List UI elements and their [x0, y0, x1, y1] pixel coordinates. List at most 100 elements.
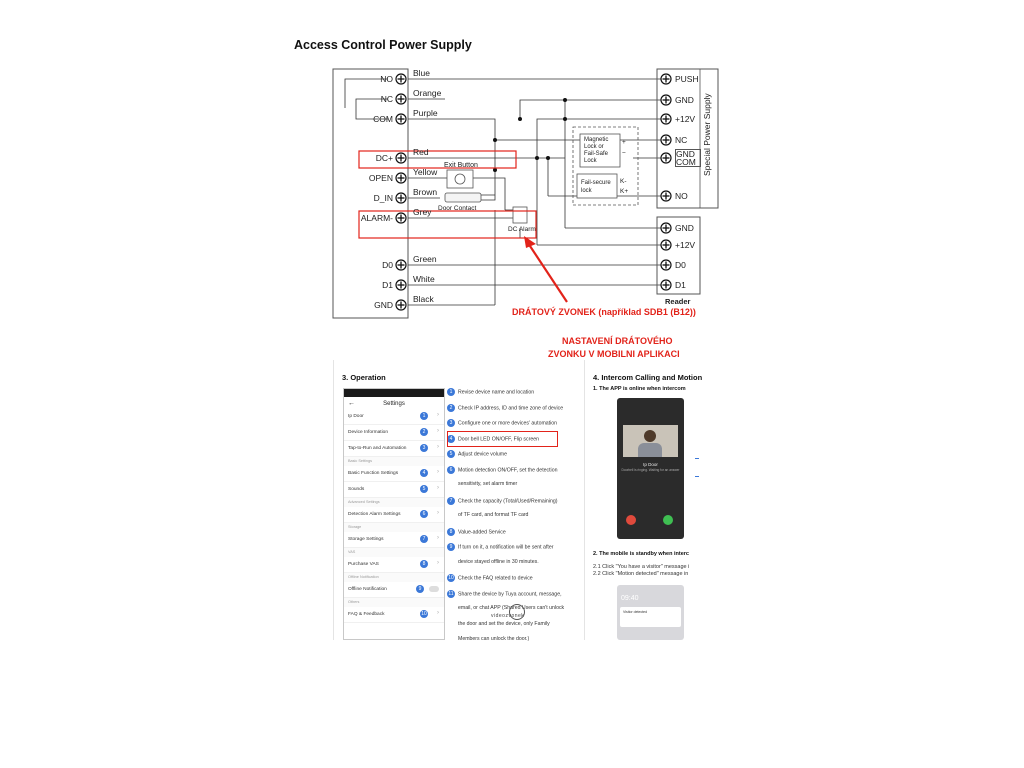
step-number-badge: 10 — [420, 610, 428, 618]
step-text: sensitivity, set alarm timer — [458, 481, 518, 487]
settings-row-label: Offline Notification — [348, 587, 387, 592]
maglock-minus: − — [622, 150, 626, 157]
chevron-right-icon: › — [437, 510, 439, 516]
intercom-sub2: 2. The mobile is standby when interc — [593, 551, 689, 557]
ps-terminal-label: +12V — [675, 114, 696, 124]
settings-row[interactable]: Offline Notification 9 — [344, 582, 444, 598]
step-number-badge: 9 — [447, 543, 455, 551]
chevron-right-icon: › — [437, 485, 439, 491]
wire-color-label: Grey — [413, 207, 432, 217]
reader-terminal-label: D0 — [675, 260, 686, 270]
step-number-badge: 4 — [420, 469, 428, 477]
step-number-badge: 2 — [420, 428, 428, 436]
settings-row-label: Basic Function Settings — [348, 471, 399, 476]
wires — [408, 78, 665, 306]
step-number-badge: 8 — [447, 527, 455, 536]
standby-notification-text: Visitor detected — [623, 610, 648, 614]
settings-section-label: Advanced Settings — [344, 498, 444, 507]
controller-box — [332, 68, 409, 319]
side-mark-2 — [695, 476, 699, 477]
settings-title: Settings — [383, 401, 405, 407]
highlight-dc-red — [358, 150, 517, 169]
step-number-badge: 7 — [420, 535, 428, 543]
intercom-note1: 2.1 Click "You have a visitor" message i — [593, 564, 690, 570]
accept-call-button[interactable] — [663, 515, 673, 525]
settings-section-label: Others — [344, 598, 444, 607]
terminal-label: OPEN — [368, 173, 393, 183]
reader-terminal-label: GND — [675, 223, 694, 233]
power-supply-box — [656, 68, 719, 209]
step-number-badge: 4 — [447, 434, 455, 443]
step-text: the door and set the device, only Family — [458, 620, 550, 627]
intercom-note2: 2.2 Click "Motion detected" message in — [593, 571, 689, 577]
terminal-label: D_IN — [373, 193, 393, 203]
terminal-label: ALARM- — [360, 213, 393, 223]
terminal-label: NC — [380, 94, 393, 104]
step-text: Check IP address, ID and time zone of de… — [458, 404, 564, 411]
standby-notification[interactable]: Visitor detected — [620, 607, 681, 627]
operation-step: Members can unlock the door.) — [447, 636, 529, 642]
toggle-switch[interactable] — [429, 586, 439, 592]
highlight-alarm-grey — [358, 210, 537, 239]
screw-terminal-icon — [395, 299, 407, 311]
door-contact-shape — [444, 192, 482, 203]
exit-button-circle — [454, 173, 466, 185]
step-number-badge: 2 — [447, 403, 455, 412]
standby-time: 09:40 — [621, 595, 639, 602]
watermark-text: videozvonek — [491, 613, 525, 619]
step-text: Check the FAQ related to device — [458, 575, 533, 582]
screw-terminal-icon — [395, 259, 407, 271]
call-title: Ip Door — [643, 462, 658, 467]
settings-row-label: Device Information — [348, 430, 388, 435]
terminal-label: GND — [374, 300, 393, 310]
maglock-label: Magnetic Lock or Fail-Safe Lock — [584, 137, 609, 164]
wire-color-label: White — [413, 274, 435, 284]
chevron-right-icon: › — [437, 560, 439, 566]
bell-arrow — [527, 242, 568, 303]
settings-row-label: Storage Settings — [348, 537, 384, 542]
highlight-doorbell-step — [447, 431, 558, 447]
step-number-badge: 1 — [447, 388, 455, 396]
internal-no-line — [344, 78, 388, 108]
app-annotation-line2: ZVONKU V MOBILNI APLIKACI — [548, 349, 680, 359]
intercom-heading: 4. Intercom Calling and Motion — [593, 373, 703, 382]
step-text: Configure one or more devices' automatio… — [458, 420, 558, 427]
screw-terminal-icon — [660, 134, 672, 146]
back-arrow-icon[interactable]: ← — [348, 400, 355, 407]
wire-color-label: Black — [413, 294, 434, 304]
junction-dots — [493, 98, 567, 172]
failsecure-plus: K- — [620, 178, 627, 185]
reader-title: Reader — [665, 297, 691, 306]
reader-terminal-label: +12V — [675, 240, 696, 250]
wire-color-label: Orange — [413, 88, 442, 98]
step-number-badge: 9 — [416, 585, 424, 593]
watermark-logo — [509, 604, 525, 620]
screw-terminal-icon — [395, 279, 407, 291]
decline-call-button[interactable] — [626, 515, 636, 525]
screw-terminal-icon — [395, 93, 407, 105]
failsecure-minus: K+ — [620, 188, 629, 195]
operation-step: device stayed offline in 30 minutes. — [447, 559, 539, 565]
screw-terminal-icon — [395, 172, 407, 184]
maglock-box — [579, 133, 621, 168]
settings-row-label: Ip Door — [348, 414, 364, 419]
settings-section-label: Basic Settings — [344, 457, 444, 466]
step-text: device stayed offline in 30 minutes. — [458, 558, 539, 565]
step-number-badge: 3 — [447, 419, 455, 427]
lock-dashed-box — [572, 126, 639, 206]
